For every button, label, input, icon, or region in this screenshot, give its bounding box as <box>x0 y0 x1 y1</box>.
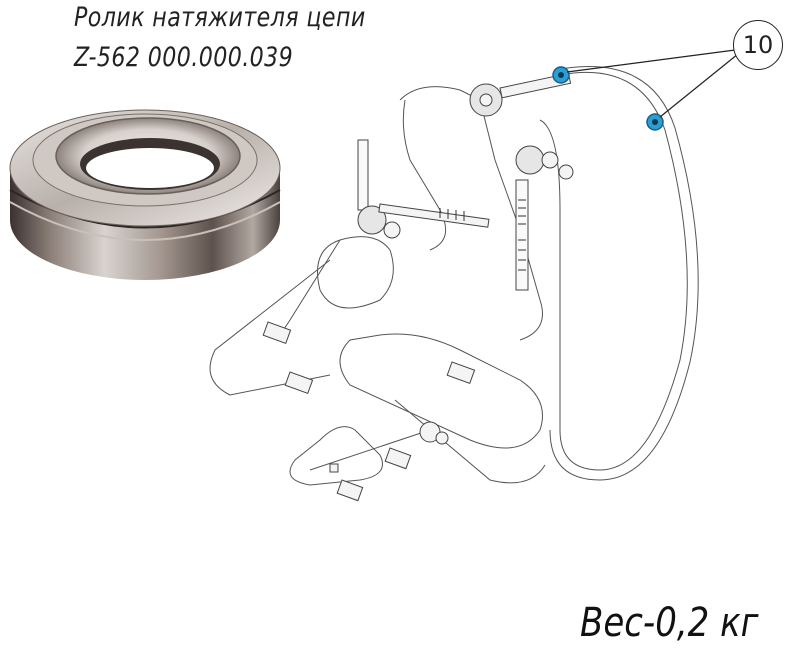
weight-label: Вес-0,2 кг <box>580 600 759 646</box>
chain-loop-lower <box>339 333 543 449</box>
leader-line-1 <box>566 49 736 73</box>
chain-loop-upper <box>399 86 543 341</box>
roller-photo <box>9 109 281 280</box>
chain-loop-right <box>539 71 688 471</box>
part-name: Ролик натяжителя цепи <box>74 2 366 33</box>
sprocket-left <box>357 205 387 235</box>
chain-loop-middle <box>317 236 394 309</box>
callout-number: 10 <box>733 20 783 70</box>
leader-line-2 <box>659 53 739 118</box>
part-number: Z-562 000.000.039 <box>74 42 294 73</box>
sprocket-mid <box>515 145 545 175</box>
